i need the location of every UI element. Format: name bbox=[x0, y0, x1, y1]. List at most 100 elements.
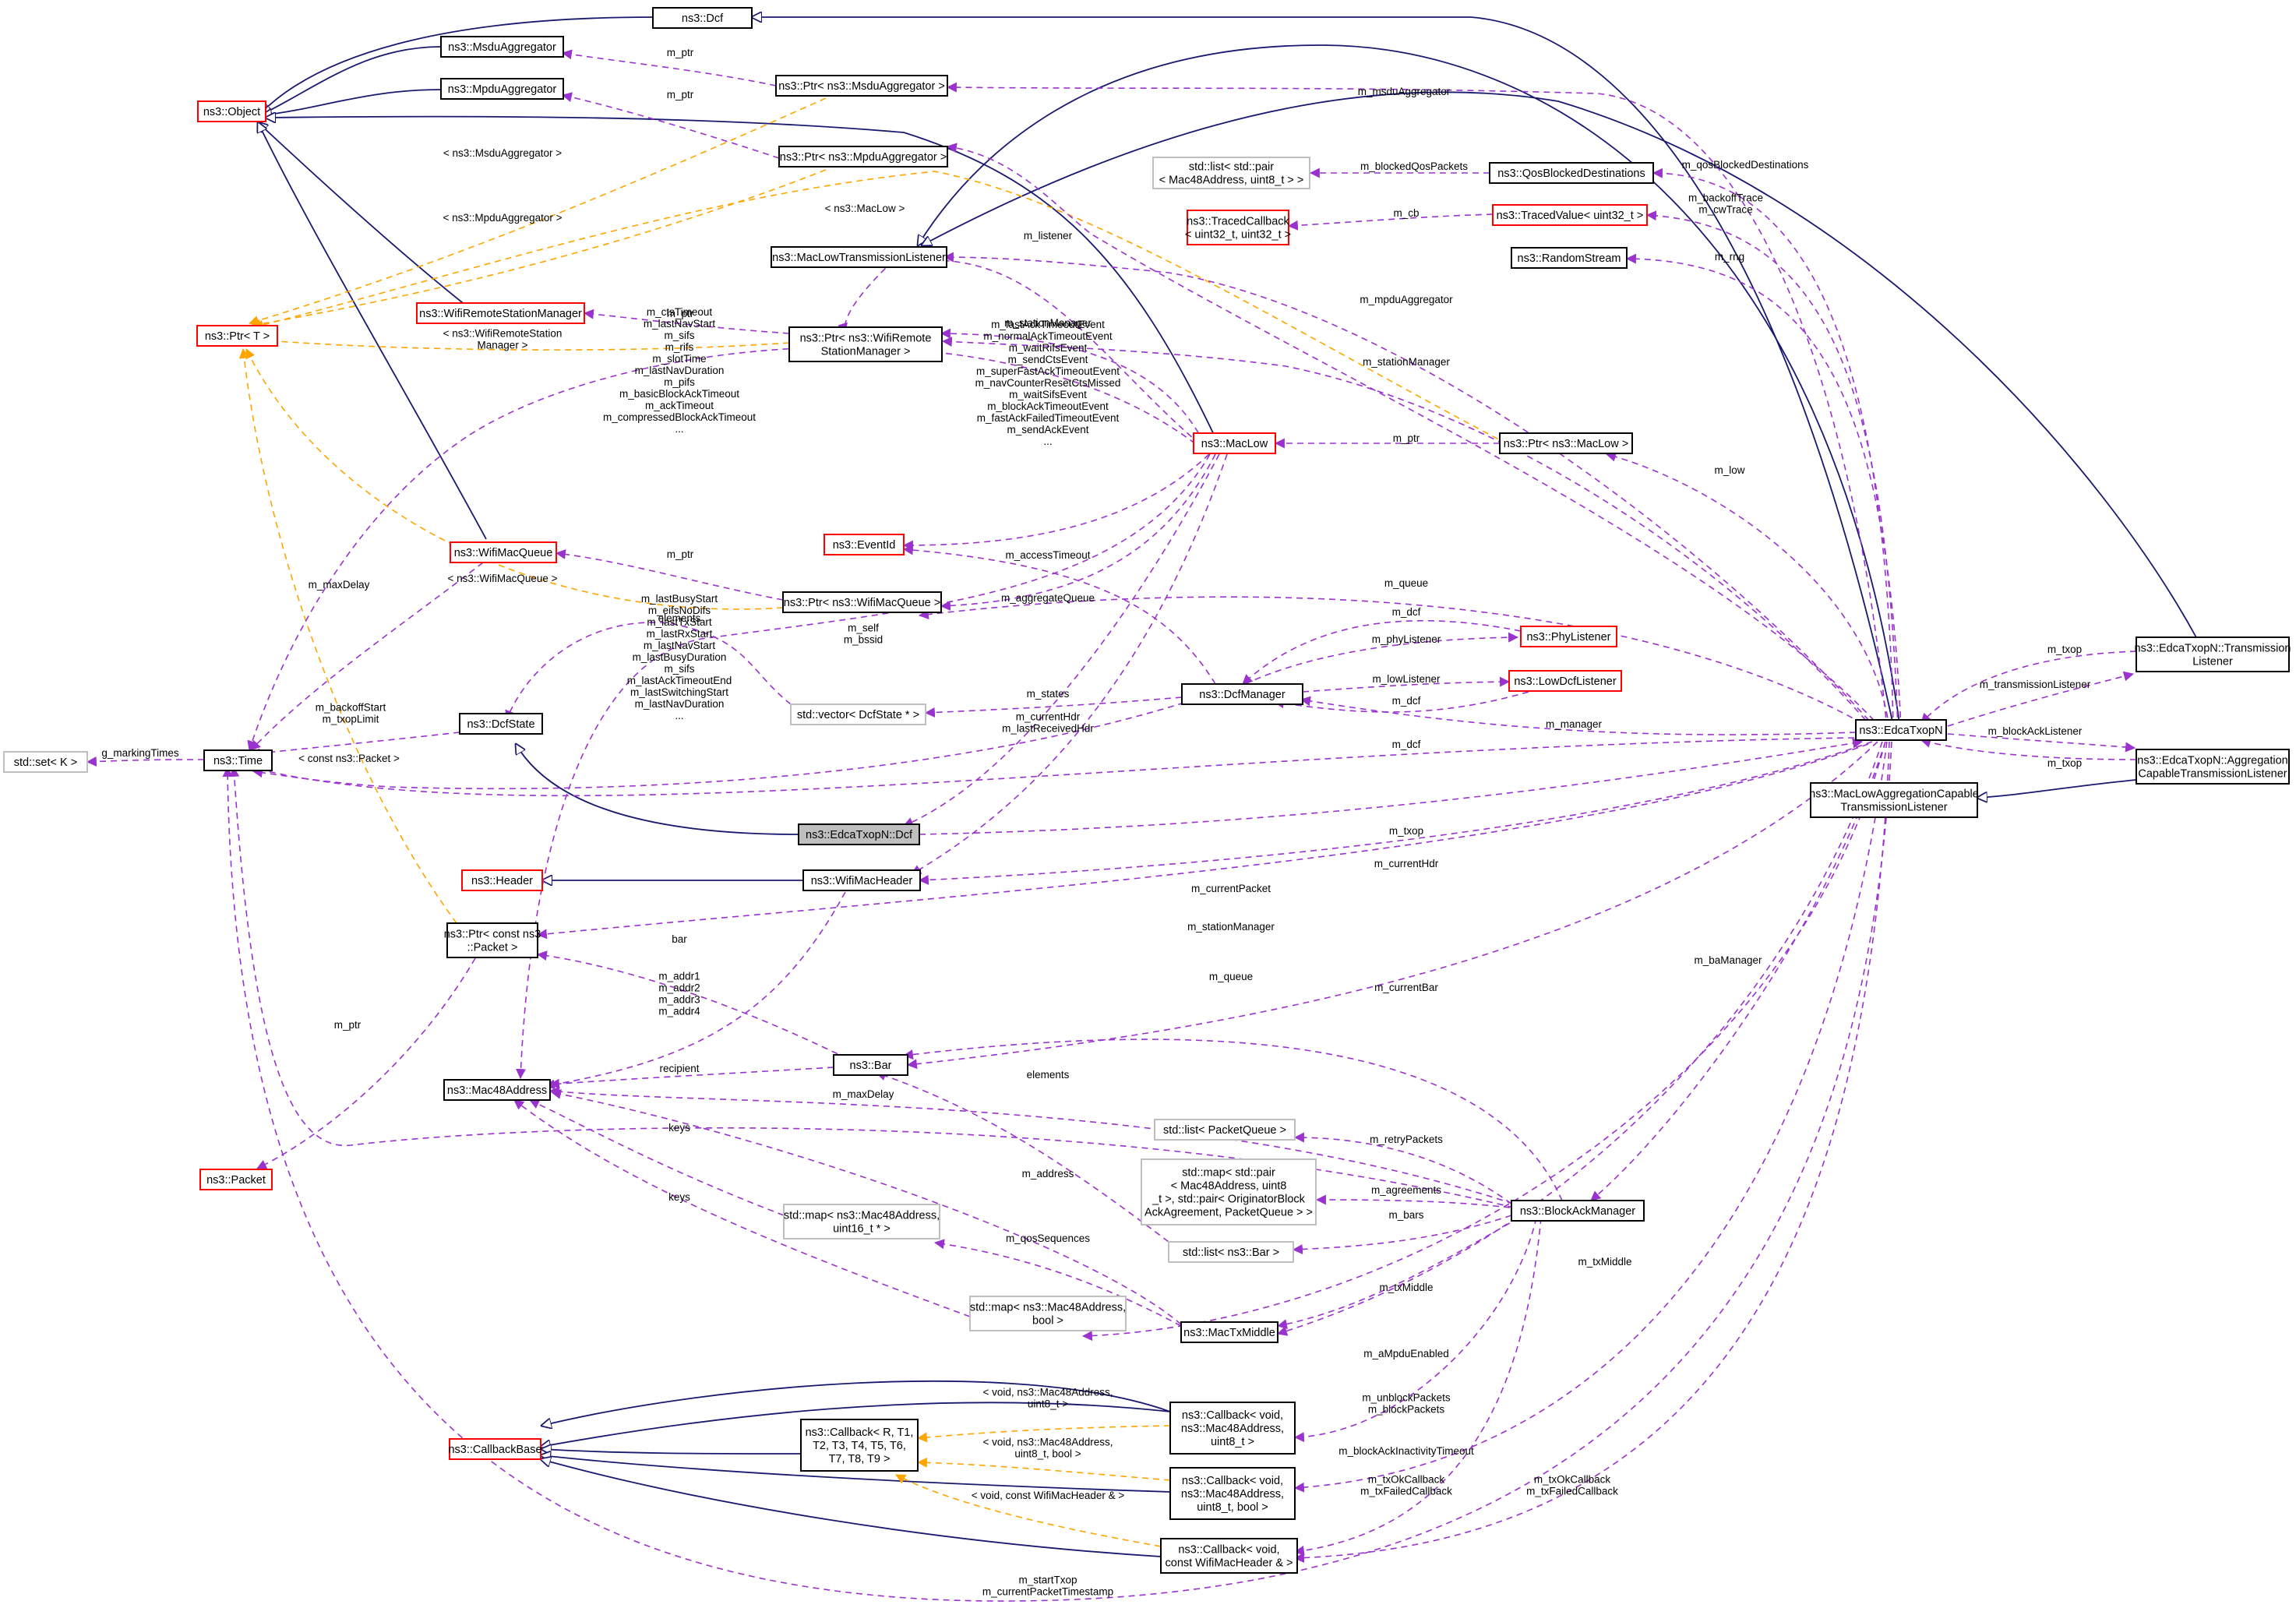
edge-label-line: m_txOkCallback bbox=[1534, 1474, 1611, 1486]
edge-edca-time-start-txop bbox=[222, 741, 1892, 1602]
node-maclow-agg-listener[interactable]: ns3::MacLowAggregationCapableTransmissio… bbox=[1809, 782, 1979, 818]
label-tpl-msdu: < ns3::MsduAggregator > bbox=[443, 147, 562, 159]
node-std-map-agreements[interactable]: std::map< std::pair< Mac48Address, uint8… bbox=[1141, 1158, 1317, 1225]
node-box bbox=[443, 1079, 551, 1101]
node-ptr-t[interactable]: ns3::Ptr< T > bbox=[196, 325, 278, 347]
edge-label-line: keys bbox=[668, 1122, 690, 1134]
node-std-list-pair[interactable]: std::list< std::pair< Mac48Address, uint… bbox=[1152, 157, 1310, 189]
edge-label-line: m_blockedQosPackets bbox=[1360, 160, 1468, 172]
node-traced-callback[interactable]: ns3::TracedCallback< uint32_t, uint32_t … bbox=[1185, 210, 1291, 245]
node-label: std::list< ns3::Bar > bbox=[1183, 1247, 1279, 1259]
edge-label-line: m_lastNavDuration bbox=[635, 365, 725, 376]
node-label: ns3::EdcaTxopN bbox=[1859, 725, 1942, 737]
label-bar: bar bbox=[672, 933, 687, 945]
node-label: ns3::Ptr< ns3::WifiRemote bbox=[800, 333, 932, 345]
edge-agg-listener-maclow-agg bbox=[1977, 779, 2137, 798]
edge-label-line: m_slotTime bbox=[652, 353, 706, 365]
node-msdu-aggregator[interactable]: ns3::MsduAggregator bbox=[440, 36, 564, 58]
node-label: std::set< K > bbox=[14, 756, 77, 769]
node-label: StationManager > bbox=[821, 346, 911, 358]
node-random-stream[interactable]: ns3::RandomStream bbox=[1511, 247, 1628, 269]
node-box bbox=[1520, 626, 1617, 647]
node-std-set[interactable]: std::set< K > bbox=[3, 751, 88, 773]
node-box bbox=[1489, 162, 1654, 184]
node-eventid[interactable]: ns3::EventId bbox=[824, 534, 905, 555]
node-bar[interactable]: ns3::Bar bbox=[833, 1054, 908, 1076]
label-m-queue-2: m_queue bbox=[1209, 971, 1253, 982]
node-packet[interactable]: ns3::Packet bbox=[199, 1169, 273, 1190]
node-std-map-bool[interactable]: std::map< ns3::Mac48Address,bool > bbox=[969, 1296, 1127, 1331]
node-label: ns3::Callback< void, bbox=[1182, 1475, 1283, 1487]
edge-label-line: < void, ns3::Mac48Address, bbox=[983, 1387, 1113, 1398]
edge-label-line: m_ptr bbox=[1393, 432, 1420, 444]
node-phy-listener[interactable]: ns3::PhyListener bbox=[1520, 626, 1617, 647]
label-m-ptr-maclow: m_ptr bbox=[1393, 432, 1420, 444]
node-edca-tx-listener[interactable]: ns3::EdcaTxopN::TransmissionListener bbox=[2135, 636, 2291, 672]
node-dcf[interactable]: ns3::Dcf bbox=[652, 7, 753, 29]
node-qos-blocked[interactable]: ns3::QosBlockedDestinations bbox=[1489, 162, 1654, 184]
node-dcf-manager[interactable]: ns3::DcfManager bbox=[1181, 683, 1303, 705]
edge-label-layer: m_ptr m_ptr m_msduAggregator < ns3::Msdu… bbox=[101, 47, 2090, 1598]
node-ptr-wifi-mac-queue[interactable]: ns3::Ptr< ns3::WifiMacQueue > bbox=[782, 591, 942, 613]
node-edca-dcf[interactable]: ns3::EdcaTxopN::Dcf bbox=[798, 823, 920, 845]
node-callback-wifimacheader[interactable]: ns3::Callback< void,const WifiMacHeader … bbox=[1160, 1538, 1298, 1574]
node-std-vector[interactable]: std::vector< DcfState * > bbox=[790, 704, 926, 725]
node-box bbox=[440, 36, 564, 58]
node-box bbox=[449, 1438, 541, 1460]
edge-label-line: m_ackTimeout bbox=[645, 400, 714, 411]
node-mac48[interactable]: ns3::Mac48Address bbox=[443, 1079, 551, 1101]
node-ptr-packet[interactable]: ns3::Ptr< const ns3::Packet > bbox=[444, 922, 541, 958]
node-traced-value[interactable]: ns3::TracedValue< uint32_t > bbox=[1492, 204, 1648, 226]
label-tpl-const-packet: < const ns3::Packet > bbox=[298, 753, 400, 764]
node-dcf-state[interactable]: ns3::DcfState bbox=[459, 713, 543, 735]
node-box bbox=[461, 869, 543, 891]
edge-label-line: m_dcf bbox=[1392, 695, 1421, 707]
node-label: ns3::Mac48Address bbox=[447, 1084, 547, 1097]
node-mac-tx-middle[interactable]: ns3::MacTxMiddle bbox=[1180, 1321, 1278, 1343]
node-edca-agg-listener[interactable]: ns3::EdcaTxopN::AggregationCapableTransm… bbox=[2136, 749, 2290, 785]
node-callback-base[interactable]: ns3::CallbackBase bbox=[448, 1438, 542, 1460]
node-callback-mac48-uint8-bool[interactable]: ns3::Callback< void,ns3::Mac48Address,ui… bbox=[1169, 1467, 1296, 1520]
node-std-list-packetqueue[interactable]: std::list< PacketQueue > bbox=[1154, 1119, 1296, 1141]
edge-low-listener-dcf bbox=[1273, 691, 1529, 713]
edge-maclow-eventid bbox=[902, 453, 1210, 551]
node-object[interactable]: ns3::Object bbox=[197, 100, 266, 122]
node-wifi-mac-queue[interactable]: ns3::WifiMacQueue bbox=[450, 541, 557, 563]
node-label: ns3::EdcaTxopN::Transmission bbox=[2135, 643, 2291, 655]
node-std-map-uint16[interactable]: std::map< ns3::Mac48Address,uint16_t * > bbox=[783, 1204, 940, 1240]
edge-label-line: m_startTxop bbox=[1018, 1574, 1077, 1586]
node-box bbox=[1180, 1321, 1278, 1343]
node-wifi-rsm[interactable]: ns3::WifiRemoteStationManager bbox=[416, 302, 585, 324]
node-std-list-bar[interactable]: std::list< ns3::Bar > bbox=[1168, 1241, 1294, 1263]
node-callback-mac48-uint8[interactable]: ns3::Callback< void,ns3::Mac48Address,ui… bbox=[1169, 1402, 1296, 1455]
label-m-txop-2: m_txop bbox=[2047, 757, 2082, 769]
label-m-station-manager-3: m_stationManager bbox=[1187, 921, 1275, 933]
label-m-listener: m_listener bbox=[1024, 230, 1073, 242]
node-block-ack-manager[interactable]: ns3::BlockAckManager bbox=[1511, 1200, 1645, 1222]
node-ptr-maclow[interactable]: ns3::Ptr< ns3::MacLow > bbox=[1499, 432, 1633, 454]
node-maclow-tx-listener[interactable]: ns3::MacLowTransmissionListener bbox=[771, 246, 947, 268]
node-wifi-mac-header[interactable]: ns3::WifiMacHeader bbox=[802, 869, 921, 891]
node-edca-txop-n[interactable]: ns3::EdcaTxopN bbox=[1855, 719, 1947, 741]
node-box bbox=[788, 326, 943, 362]
node-label: Listener bbox=[2192, 656, 2233, 668]
node-mpdu-aggregator[interactable]: ns3::MpduAggregator bbox=[440, 78, 564, 100]
node-ptr-mpdu[interactable]: ns3::Ptr< ns3::MpduAggregator > bbox=[778, 146, 948, 168]
edge-label-line: < ns3::MsduAggregator > bbox=[443, 147, 562, 159]
edge-block-ack-agreements bbox=[1315, 1194, 1511, 1208]
node-ptr-wifi-rsm[interactable]: ns3::Ptr< ns3::WifiRemoteStationManager … bbox=[788, 326, 943, 362]
node-header[interactable]: ns3::Header bbox=[461, 869, 543, 891]
node-low-dcf-listener[interactable]: ns3::LowDcfListener bbox=[1508, 670, 1622, 692]
node-callback-t[interactable]: ns3::Callback< R, T1,T2, T3, T4, T5, T6,… bbox=[800, 1419, 919, 1472]
edge-ptr-mpdu-ptrt bbox=[249, 169, 827, 330]
label-m-ba-manager: m_baManager bbox=[1694, 954, 1762, 966]
node-time[interactable]: ns3::Time bbox=[203, 749, 273, 771]
node-ptr-msdu[interactable]: ns3::Ptr< ns3::MsduAggregator > bbox=[775, 75, 948, 97]
node-box bbox=[1141, 1158, 1317, 1225]
label-m-agreements: m_agreements bbox=[1371, 1184, 1441, 1196]
edge-maclow-ptr-queue bbox=[940, 453, 1216, 611]
edge-edca-qos bbox=[1652, 168, 1894, 729]
edge-label-line: m_stationManager bbox=[1187, 921, 1275, 933]
node-box bbox=[440, 78, 564, 100]
node-maclow[interactable]: ns3::MacLow bbox=[1193, 432, 1276, 454]
